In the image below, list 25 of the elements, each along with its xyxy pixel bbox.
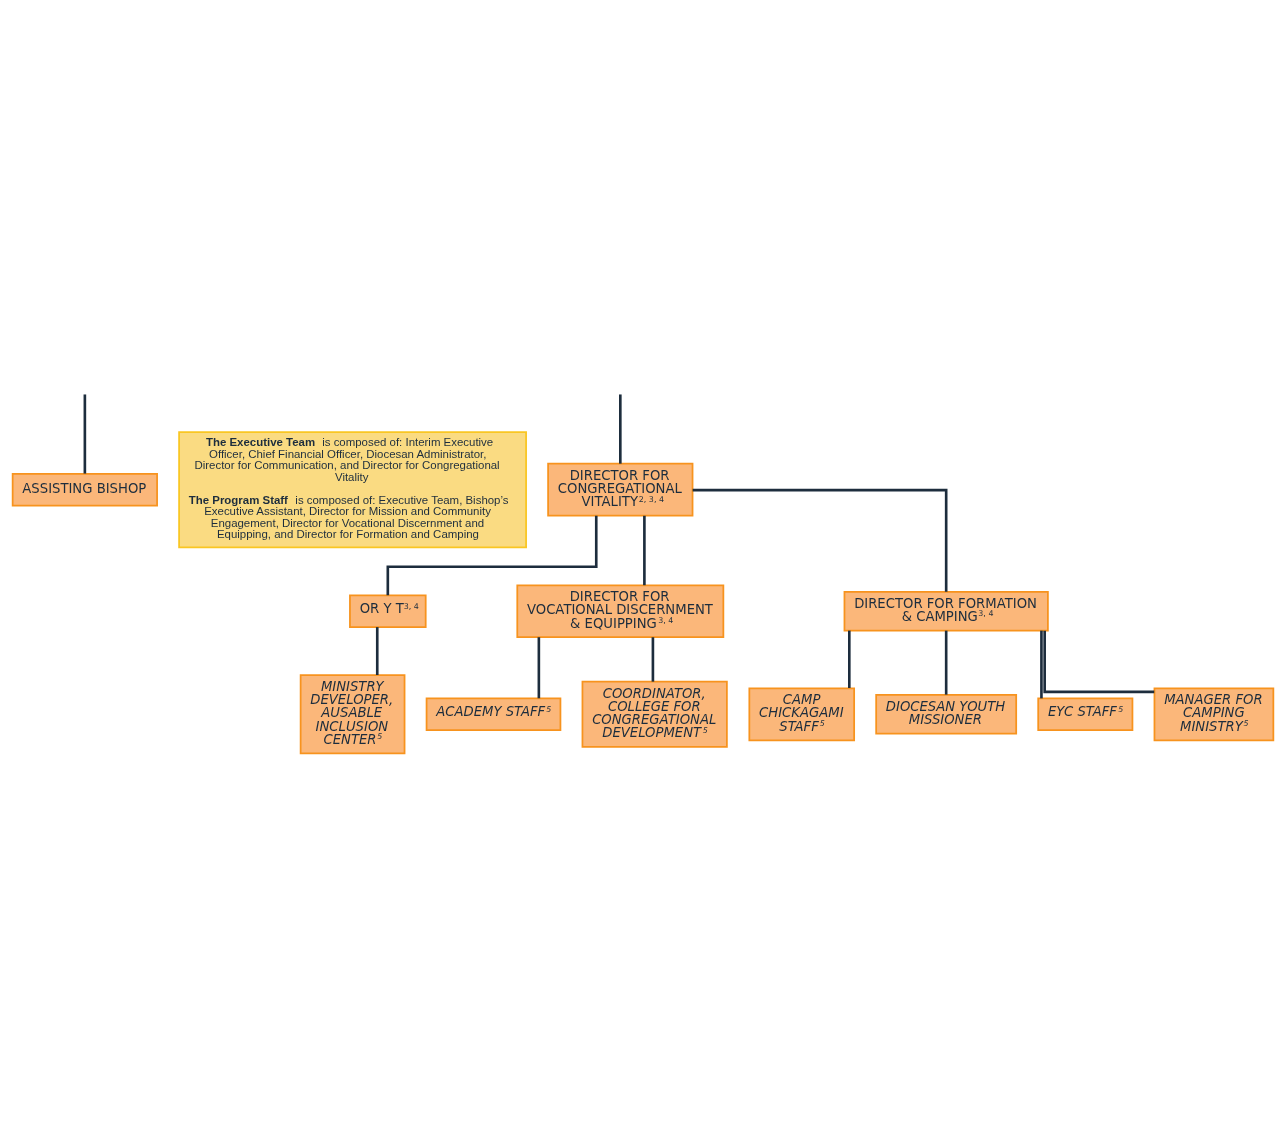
node-box: DIRECTOR FOR CONGREGATIONAL VITALITY$^{2, 3, 4}$ bbox=[547, 462, 694, 517]
node-box: DIOCESAN YOUTH MISSIONER bbox=[875, 693, 1018, 735]
connector bbox=[83, 393, 87, 474]
connector bbox=[1040, 630, 1043, 698]
connector bbox=[847, 630, 851, 688]
node-box: EYC STAFF$^{5}$ bbox=[1037, 697, 1134, 731]
connector bbox=[651, 636, 655, 682]
connector bbox=[619, 393, 622, 464]
node-box: DIRECTOR FOR VOCATIONAL DISCERNMENT & EQUIPPING$^{3, 4}$ bbox=[516, 583, 725, 638]
node-box: MINISTRY DEVELOPER, AUSABLE INCLUSION CENTER$^{5}$ bbox=[299, 673, 406, 754]
node-box: The Executive Team is composed of: Interim Executive Officer, Chief Financial Officer, Diocesan Administrator, Director for Communication, and Director for Congregational Vitality The Program Staff is composed of: Executive Team, Bishop’s Executive Assistant, Director for Mission and Community Engagement, Director for Vocational Discernment and Equipping, and Director for Formation and Camping bbox=[178, 430, 527, 548]
node-box: CAMP CHICKAGAMI STAFF$^{5}$ bbox=[748, 686, 855, 741]
node-box: ASSISTING BISHOP bbox=[11, 472, 158, 506]
node-box: OR Y T$^{3, 4}$ bbox=[349, 594, 427, 628]
node-box: MANAGER FOR CAMPING MINISTRY$^{5}$ bbox=[1153, 686, 1275, 741]
connector bbox=[537, 636, 541, 698]
node-box: ACADEMY STAFF$^{5}$ bbox=[425, 697, 562, 731]
connector bbox=[643, 515, 646, 585]
connector bbox=[944, 630, 948, 695]
connector bbox=[375, 626, 379, 675]
node-box: COORDINATOR, COLLEGE FOR CONGREGATIONAL DEVELOPMENT$^{5}$ bbox=[581, 680, 728, 748]
connector bbox=[386, 515, 598, 595]
connector bbox=[692, 488, 948, 592]
node-box: DIRECTOR FOR FORMATION & CAMPING$^{3, 4}$ bbox=[843, 590, 1049, 631]
connector bbox=[1043, 630, 1155, 693]
